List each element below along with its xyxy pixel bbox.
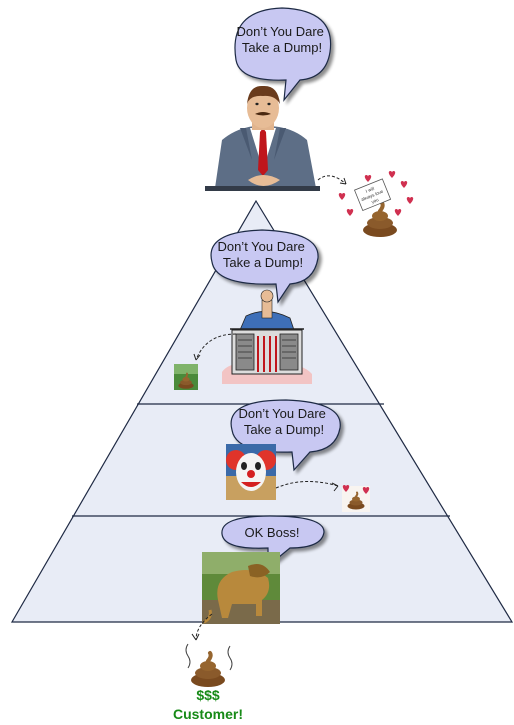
dog-dashed-arrow [195, 613, 213, 641]
customer-poop [185, 643, 233, 689]
dog-photo [202, 552, 280, 624]
ceo-bubble-text: Don’t You Dare Take a Dump! [236, 24, 327, 55]
worker-bubble-text: OK Boss! [245, 525, 300, 540]
ceo-bubble-line-1: Don’t You Dare [236, 24, 323, 39]
clown-poop [342, 485, 370, 512]
worker-speech-bubble [221, 515, 325, 568]
manager-dashed-arrow [195, 333, 237, 361]
manager-poop [174, 364, 198, 390]
ceo-bubble-line-2: Take a Dump! [242, 40, 322, 55]
love-note-poop: I will always love you [338, 171, 414, 239]
ceo-dashed-arrow [317, 175, 347, 185]
clown-bubble-line-1: Don’t You Dare [238, 406, 325, 421]
customer-money: $$$ [196, 687, 220, 703]
clown-face [226, 444, 276, 500]
manager-at-desk [222, 289, 312, 384]
love-note-card: I will always love you [354, 178, 392, 212]
ceo-speech-bubble [234, 7, 332, 102]
clown-dashed-arrow [275, 480, 339, 489]
customer-label: Customer! [173, 706, 243, 722]
clown-bubble-text: Don’t You Dare Take a Dump! [238, 406, 329, 437]
poop-icon [189, 651, 227, 689]
ceo-figure [205, 85, 320, 191]
manager-speech-bubble [210, 229, 319, 304]
note-line-3: you [371, 197, 380, 205]
manager-bubble-line-1: Don’t You Dare [217, 239, 304, 254]
worker-bubble-line-1: OK Boss! [245, 525, 300, 540]
note-line-1: I will [365, 186, 375, 194]
clown-bubble-line-2: Take a Dump! [244, 422, 324, 437]
manager-bubble-line-2: Take a Dump! [223, 255, 303, 270]
manager-bubble-text: Don’t You Dare Take a Dump! [217, 239, 308, 270]
